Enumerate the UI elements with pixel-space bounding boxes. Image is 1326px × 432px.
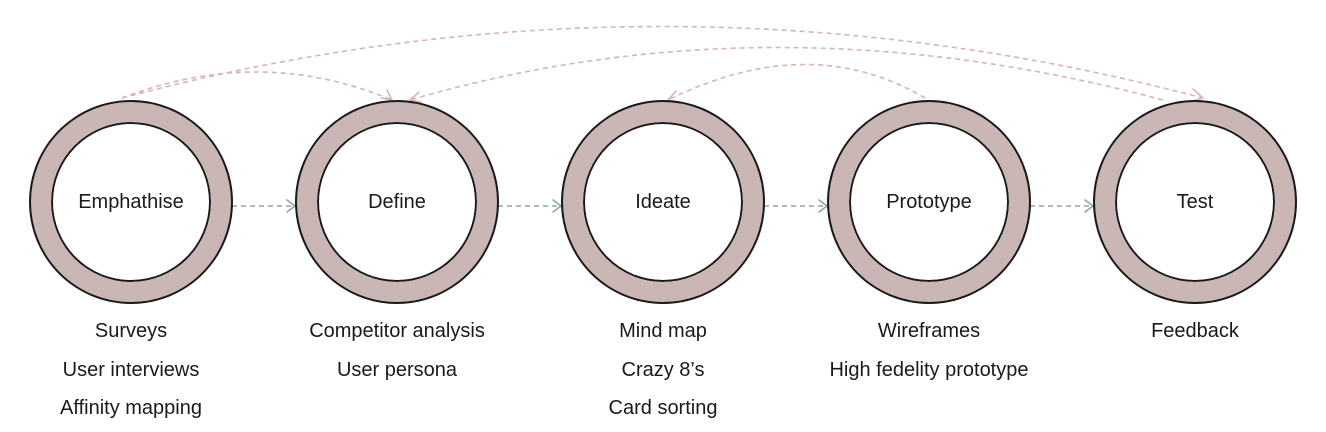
activity-item: Crazy 8’s [621, 358, 705, 381]
feedback-arrowhead-prototype-ideate [667, 90, 680, 103]
feedback-arrowhead-emphathise-test [1191, 88, 1204, 102]
forward-arrowhead-2 [552, 199, 562, 213]
activity-item: Affinity mapping [60, 397, 202, 419]
stage-ring-test: Test [1095, 102, 1295, 302]
feedback-arrowhead-emphathise-define [380, 89, 393, 101]
feedback-arc-test-define [409, 46, 1164, 101]
stage-label-test: Test [1176, 190, 1214, 213]
feedback-arc-emphathise-test [121, 25, 1204, 99]
forward-arrowhead-3 [818, 199, 828, 213]
activities-define: Competitor analysis User persona [267, 312, 527, 389]
activity-item: Surveys [94, 320, 168, 342]
feedback-arc-emphathise-define [121, 71, 393, 101]
activity-item: User persona [336, 358, 458, 381]
activity-item: Competitor analysis [309, 320, 485, 342]
activities-test: Feedback [1065, 312, 1325, 351]
forward-arrowhead-4 [1084, 199, 1094, 213]
stage-label-emphathise: Emphathise [78, 190, 184, 213]
activities-prototype: Wireframes High fedelity prototype [799, 312, 1059, 389]
activity-item: User interviews [62, 358, 200, 381]
activity-item: Mind map [619, 320, 707, 342]
feedback-arrowhead-test-define [409, 91, 422, 103]
stage-label-define: Define [368, 190, 426, 213]
stage-label-prototype: Prototype [886, 190, 972, 213]
stage-ring-prototype: Prototype [829, 102, 1029, 302]
stage-label-ideate: Ideate [635, 190, 691, 213]
stage-ring-define: Define [297, 102, 497, 302]
stage-ring-ideate: Ideate [563, 102, 763, 302]
activity-item: High fedelity prototype [829, 358, 1029, 381]
activity-item: Wireframes [877, 320, 981, 342]
activities-ideate: Mind map Crazy 8’s Card sorting [533, 312, 793, 428]
activity-item: Feedback [1151, 320, 1239, 342]
activity-item: Card sorting [608, 397, 718, 419]
forward-arrowhead-1 [286, 199, 296, 213]
stage-ring-emphathise: Emphathise [31, 102, 231, 302]
activities-emphathise: Surveys User interviews Affinity mapping [1, 312, 261, 428]
feedback-arc-prototype-ideate [667, 63, 926, 101]
